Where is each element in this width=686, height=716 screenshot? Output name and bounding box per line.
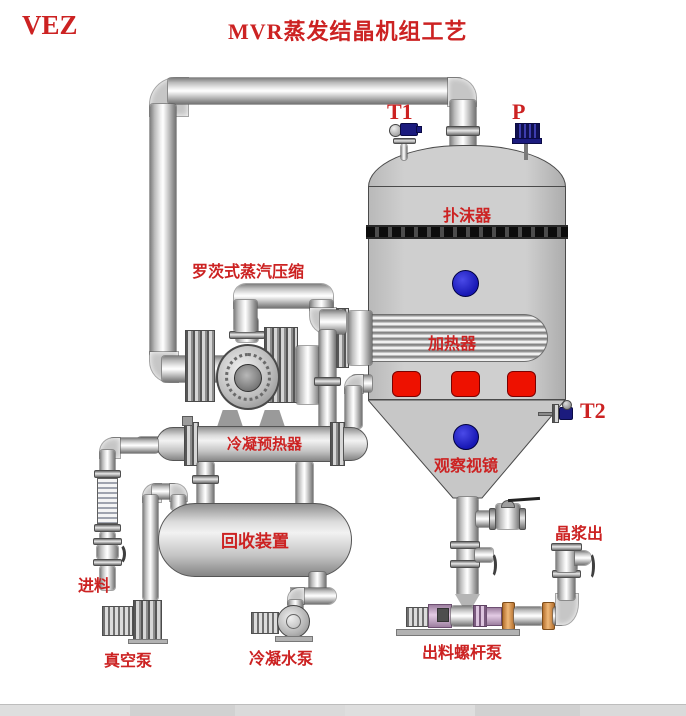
condensate-pump-label: 冷凝水泵 xyxy=(249,651,314,668)
p-transmitter-base xyxy=(512,138,542,144)
heater-tube-bundle xyxy=(372,314,548,362)
rotameter-top-flange xyxy=(94,470,121,478)
compressor-bolt-ring xyxy=(225,353,271,401)
table-edge-strip xyxy=(0,704,686,716)
brand-logo: VEZ xyxy=(22,10,78,40)
p-label: P xyxy=(512,99,526,124)
demister-label: 扑沫器 xyxy=(442,208,491,225)
discharge-u-pipe-left-leg xyxy=(234,300,257,332)
discharge-spool-pipe xyxy=(514,607,543,625)
compressor-foot-right xyxy=(259,410,285,427)
diagram-title: MVR蒸发结晶机组工艺 xyxy=(228,19,468,44)
vacuum-pump-head xyxy=(133,600,162,640)
preheater-left-cap xyxy=(156,427,186,461)
screw-pump-inlet-reducer xyxy=(455,594,480,606)
slurry-valve-handle xyxy=(585,552,595,580)
compressor-label: 罗茨式蒸汽压缩 xyxy=(192,264,305,281)
discharge-flange-lower xyxy=(450,560,480,568)
t2-label: T2 xyxy=(580,398,606,423)
compressor-rear-casing xyxy=(296,346,320,404)
compressor-discharge-flange xyxy=(229,331,265,339)
branch-valve-body xyxy=(496,504,520,529)
feed-valve-handle xyxy=(112,543,126,565)
discharge-flange-upper xyxy=(450,541,480,549)
condensate-pump-base xyxy=(275,636,313,642)
t1-mount-flange xyxy=(393,138,416,144)
t1-label: T1 xyxy=(387,99,413,124)
rotameter-bottom-flange xyxy=(94,524,121,532)
vessel-port-red-3 xyxy=(507,371,536,397)
vacuum-suction-pipe xyxy=(143,495,158,600)
lower-sight-glass xyxy=(453,424,479,450)
preheater-right-cap xyxy=(343,427,368,461)
slurry-valve-top-flange xyxy=(551,543,582,551)
t1-stem xyxy=(401,144,407,160)
screw-pump-barrel xyxy=(451,606,474,626)
vacuum-pump-label: 真空泵 xyxy=(104,653,153,670)
condensate-pump-eye xyxy=(286,614,301,629)
recovery-tank xyxy=(158,503,352,577)
drain-valve-handle xyxy=(486,552,497,578)
t2-knob xyxy=(562,400,572,410)
preheater-tank-pipe-1 xyxy=(197,462,214,506)
upper-sight-glass xyxy=(452,270,479,297)
t2-flange xyxy=(552,404,559,423)
p-stem xyxy=(524,144,528,160)
branch-valve-flange-right xyxy=(519,508,526,530)
feed-pipe-mid xyxy=(100,532,115,540)
slurry-outlet-label: 晶浆出 xyxy=(555,526,604,543)
vessel-port-red-1 xyxy=(392,371,421,397)
vessel-top-riser xyxy=(450,100,476,150)
preheater-shell xyxy=(197,426,332,462)
feed-pipe-upper xyxy=(100,450,115,474)
recovery-tank-label: 回收装置 xyxy=(221,532,289,551)
compressor-inlet-eye xyxy=(234,364,262,392)
compressor-left-flange-stack xyxy=(185,330,215,402)
p-transmitter-fins xyxy=(515,123,540,139)
heater-nozzle-hub xyxy=(348,311,372,365)
t1-transmitter-tip xyxy=(416,126,422,133)
compressor-foot-left xyxy=(217,410,243,427)
preheater-tank-pipe-flange xyxy=(192,475,219,484)
condensate-pump-motor xyxy=(251,612,279,634)
feed-top-run xyxy=(110,438,158,453)
slurry-riser-elbow xyxy=(556,594,578,625)
screw-pump-window xyxy=(437,608,449,622)
feed-pipe-lower xyxy=(100,566,115,590)
screw-pump-stator xyxy=(473,605,487,627)
branch-valve-flange-left xyxy=(489,508,496,530)
vapor-pipe-left-leg xyxy=(150,104,176,356)
condensate-downcomer-flange xyxy=(314,377,341,386)
vacuum-pump-base xyxy=(128,639,168,644)
rotameter-glass xyxy=(97,478,118,524)
screw-pump-base-plate xyxy=(396,629,520,636)
screw-pump-motor xyxy=(406,607,430,627)
vacuum-pump-motor xyxy=(102,606,133,636)
screw-pump-end xyxy=(486,607,502,626)
vessel-port-red-2 xyxy=(451,371,480,397)
demister-band xyxy=(366,225,568,239)
evaporator-dome xyxy=(368,145,566,187)
vapor-pipe-top-run xyxy=(168,78,462,104)
feed-label: 进料 xyxy=(78,578,111,595)
preheater-tank-pipe-2 xyxy=(296,462,313,506)
slurry-riser-pipe xyxy=(558,574,575,600)
feed-valve-top-flange xyxy=(93,538,122,545)
preheater-top-stub xyxy=(182,416,193,426)
heater-label: 加热器 xyxy=(427,336,476,353)
slurry-valve-body xyxy=(556,549,577,572)
screw-pump-label: 出料螺杆泵 xyxy=(422,645,503,662)
riser-flange xyxy=(446,126,480,136)
sight-glass-label: 观察视镜 xyxy=(433,458,498,475)
cone-side-downpipe xyxy=(345,386,362,428)
preheater-label: 冷凝预热器 xyxy=(226,437,302,453)
